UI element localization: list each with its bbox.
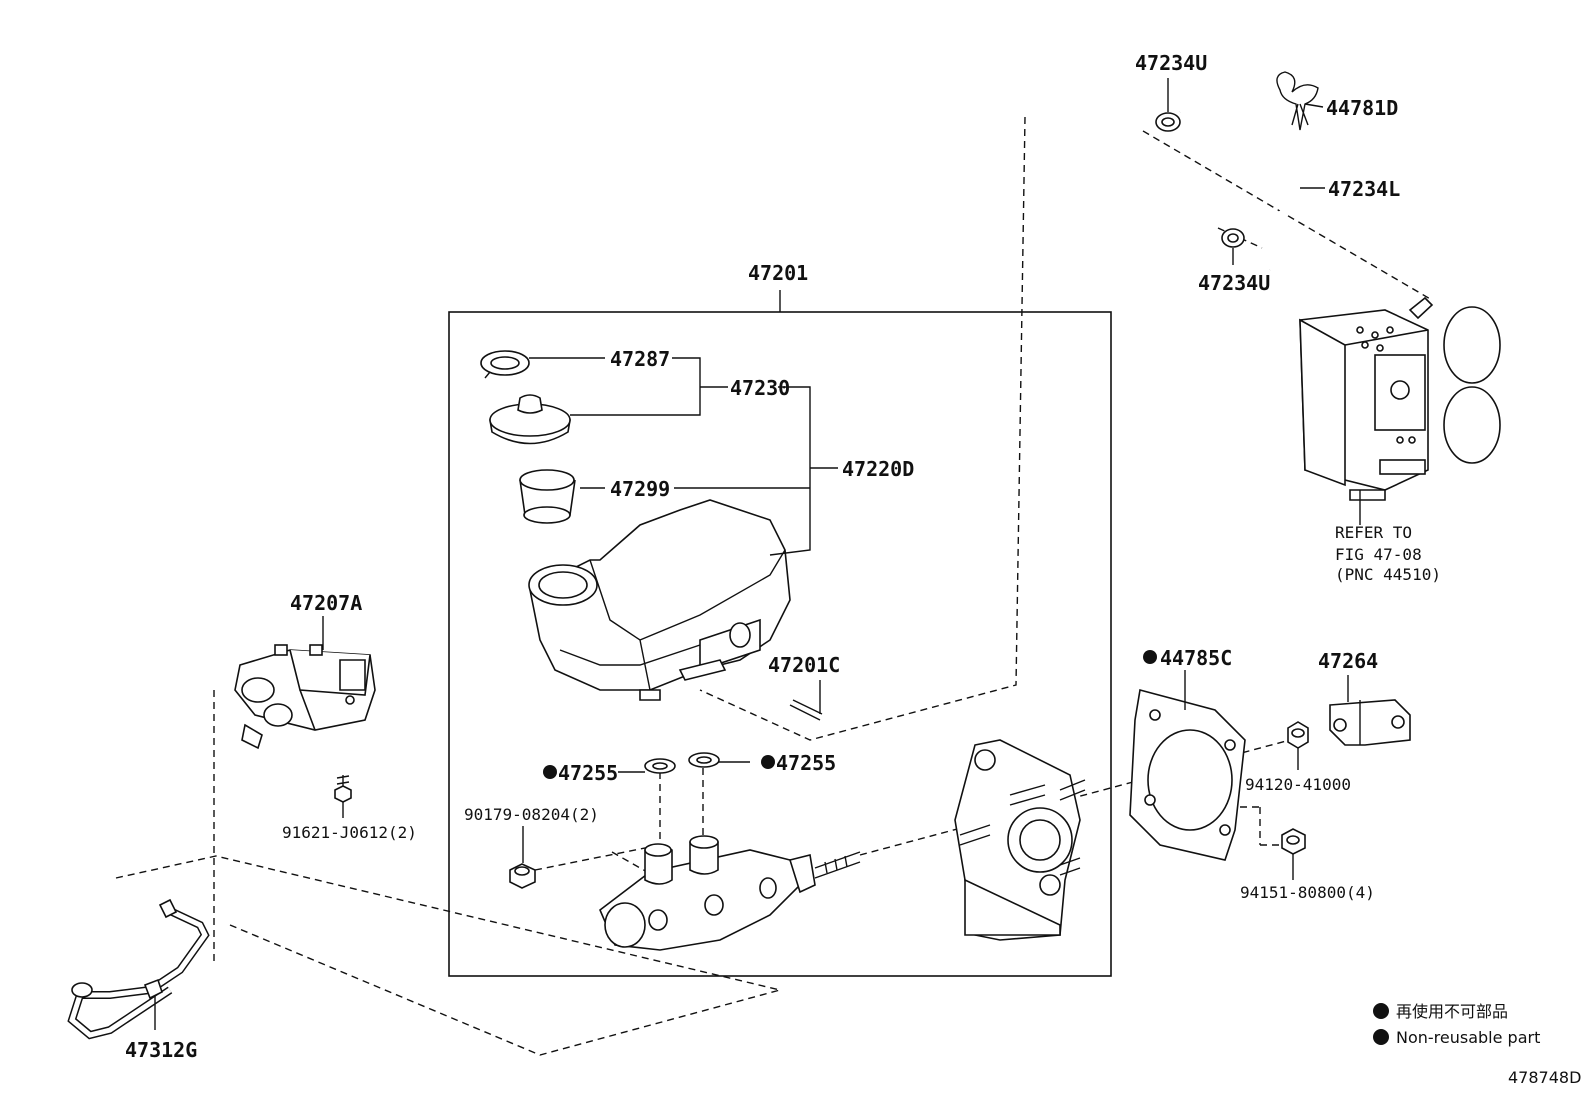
master-cylinder [599, 835, 861, 951]
pin-47201C [789, 699, 823, 721]
nut-90179 [509, 863, 536, 889]
label-47234U-bottom: 47234U [1198, 271, 1270, 295]
label-47201: 47201 [748, 261, 808, 285]
refer-note-line2: FIG 47-08 [1335, 545, 1422, 564]
figure-id: 478748D [1508, 1068, 1581, 1087]
label-47220D: 47220D [842, 457, 914, 481]
legend-non-reusable-en: Non-reusable part [1396, 1028, 1540, 1047]
clip-44781D [1276, 71, 1319, 131]
gasket-47287 [480, 350, 530, 379]
label-47207A: 47207A [290, 591, 362, 615]
label-47201C: 47201C [768, 653, 840, 677]
strainer-47299 [519, 469, 576, 524]
label-94120: 94120-41000 [1245, 775, 1351, 794]
label-47255-right: 47255 [776, 751, 836, 775]
refer-note-line3: (PNC 44510) [1335, 565, 1441, 584]
clevis-47264 [1329, 699, 1411, 746]
gasket-44785C [1129, 689, 1246, 861]
label-47234U-top: 47234U [1135, 51, 1207, 75]
label-47299: 47299 [610, 477, 670, 501]
seal-47255-right [688, 752, 720, 768]
leader-lines [154, 78, 1361, 1030]
seal-47255-left [644, 758, 676, 774]
label-47234L: 47234L [1328, 177, 1400, 201]
brake-tube-47312G [67, 898, 210, 1040]
non-reusable-dot-47255-left [543, 765, 557, 779]
cap-47230 [489, 394, 571, 445]
non-reusable-dot-47255-right [761, 755, 775, 769]
label-90179: 90179-08204(2) [464, 805, 599, 824]
legend-dot-en [1373, 1029, 1389, 1045]
abs-actuator [1299, 296, 1501, 501]
legend-dot-jp [1373, 1003, 1389, 1019]
label-47287: 47287 [610, 347, 670, 371]
refer-note-line1: REFER TO [1335, 523, 1412, 542]
label-47230: 47230 [730, 376, 790, 400]
hose-clamp-bottom [1221, 228, 1245, 248]
vacuum-hose-47234L [1178, 87, 1306, 271]
non-reusable-dot-44785C [1143, 650, 1157, 664]
valve-47207A [234, 644, 376, 750]
label-44785C: 44785C [1160, 646, 1232, 670]
reservoir-47220D [528, 499, 791, 701]
hose-clamp-top [1155, 112, 1181, 132]
label-47255-left: 47255 [558, 761, 618, 785]
booster-plate [954, 739, 1086, 941]
nut-94151 [1281, 828, 1306, 855]
label-44781D: 44781D [1326, 96, 1398, 120]
bolt-91621 [334, 775, 352, 803]
label-91621: 91621-J0612(2) [282, 823, 417, 842]
nut-94120 [1287, 721, 1309, 749]
legend-non-reusable-jp: 再使用不可部品 [1396, 1002, 1508, 1021]
label-94151: 94151-80800(4) [1240, 883, 1375, 902]
label-47312G: 47312G [125, 1038, 197, 1062]
label-47264: 47264 [1318, 649, 1378, 673]
